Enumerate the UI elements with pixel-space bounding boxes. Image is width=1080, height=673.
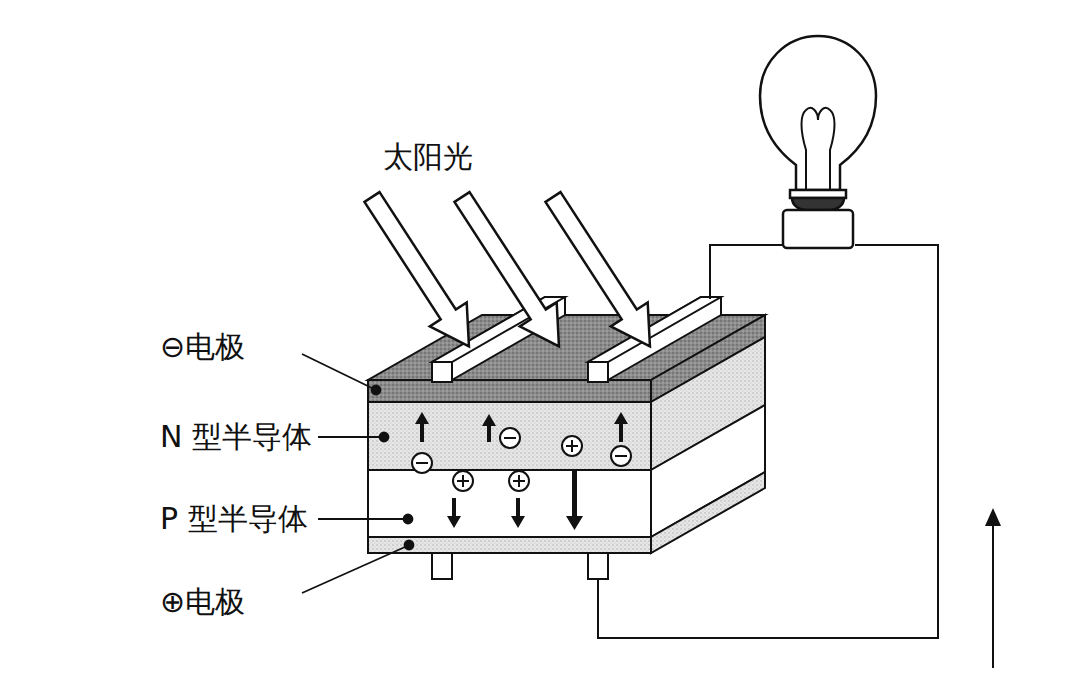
front-negative-electrode [368,380,651,402]
charge-symbols [412,428,631,491]
light-bulb [760,36,876,248]
n-semiconductor-label: N 型半导体 [160,420,312,453]
current-arrow [992,516,994,668]
circuit-wire [710,245,785,299]
carrier-arrows [415,412,628,530]
negative-electrode-label: ⊖电极 [160,330,245,363]
side-bottom-electrode [651,472,765,553]
leader-lines [302,354,414,593]
sunlight-arrows [354,185,669,358]
front-positive-electrode [368,537,651,553]
sunlight-label: 太阳光 [383,140,473,173]
p-semiconductor-label: P 型半导体 [160,502,308,535]
front-p-layer [368,470,651,537]
bottom-tabs [432,553,608,579]
positive-electrode-label: ⊕电极 [160,585,245,618]
top-electrode-bars [432,297,721,382]
front-n-layer [368,402,651,470]
